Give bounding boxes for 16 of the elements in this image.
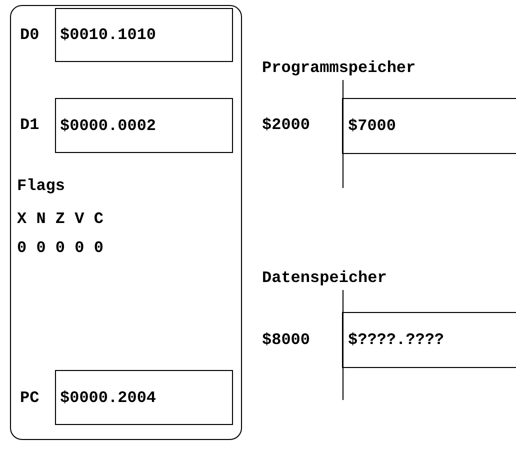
register-name: D0	[20, 25, 40, 45]
flag-values: 0 0 0 0 0	[17, 238, 104, 258]
flag-names: X N Z V C	[17, 209, 104, 229]
register-box: $0000.2004	[55, 370, 233, 425]
memory-cell: $7000	[342, 98, 516, 154]
memory-heading: Datenspeicher	[262, 268, 387, 288]
processor-panel	[10, 5, 242, 440]
memory-heading: Programmspeicher	[262, 58, 416, 78]
register-box: $0000.0002	[55, 98, 233, 153]
memory-address: $8000	[262, 330, 310, 350]
register-box: $0010.1010	[55, 8, 233, 62]
memory-address: $2000	[262, 115, 310, 135]
register-name: PC	[20, 388, 40, 408]
memory-cell: $????.????	[342, 312, 516, 368]
flags-heading: Flags	[17, 176, 66, 196]
register-name: D1	[20, 115, 40, 135]
